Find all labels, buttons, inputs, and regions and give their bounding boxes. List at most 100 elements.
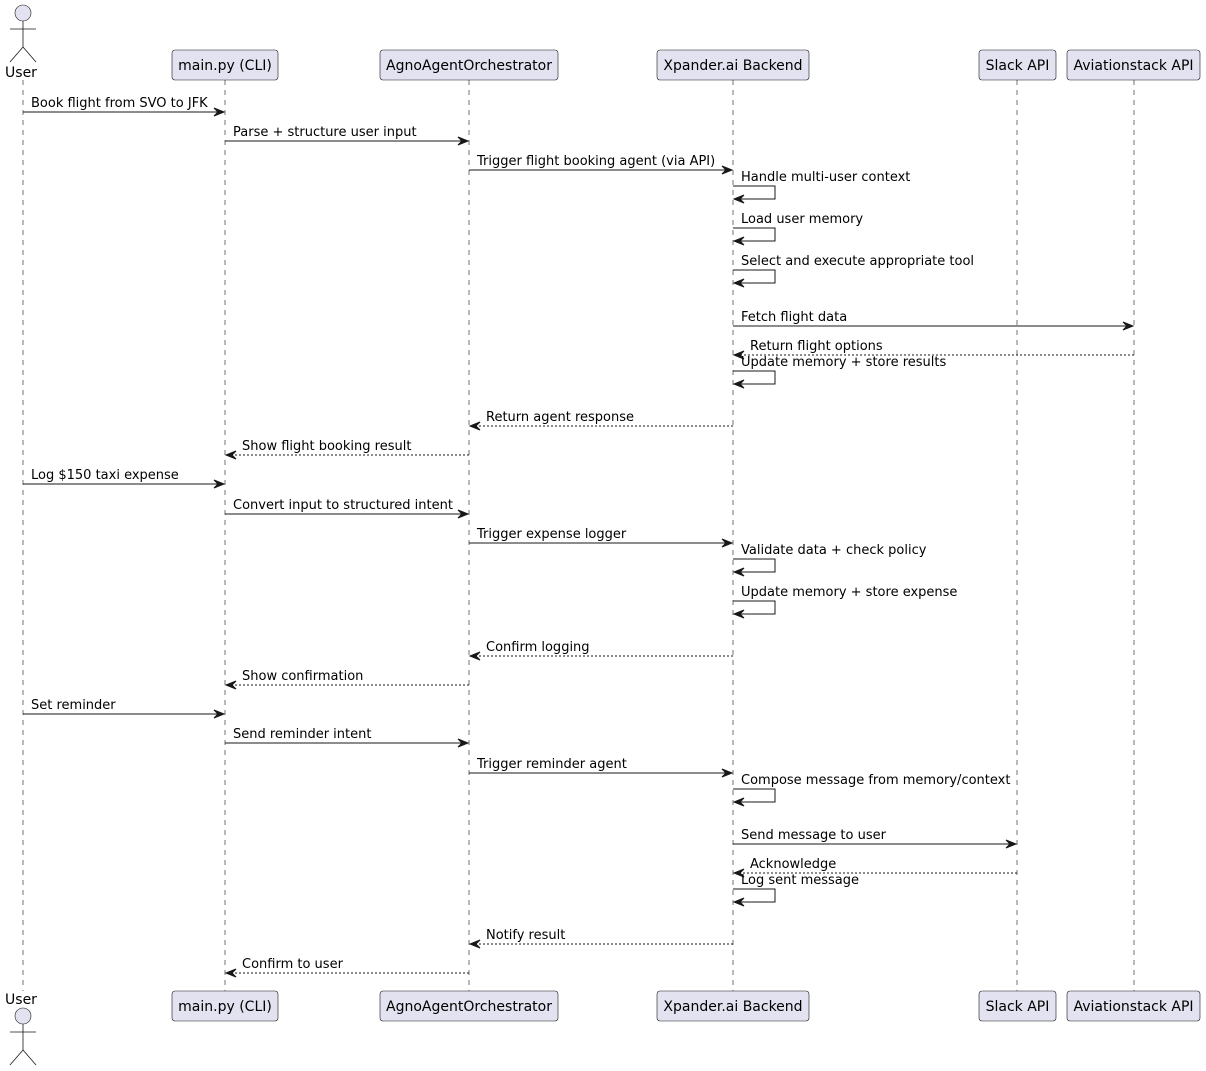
message: Validate data + check policy bbox=[732, 543, 927, 577]
message-label: Return flight options bbox=[750, 339, 883, 354]
arrowhead-icon bbox=[721, 538, 734, 548]
arrowhead-icon bbox=[457, 136, 470, 146]
message: Load user memory bbox=[732, 212, 863, 246]
participant-label: AgnoAgentOrchestrator bbox=[386, 999, 552, 1015]
message-label: Log $150 taxi expense bbox=[31, 468, 179, 483]
message: Show confirmation bbox=[224, 669, 469, 690]
message-label: Confirm to user bbox=[242, 957, 344, 972]
message-label: Log sent message bbox=[741, 873, 859, 888]
message: Set reminder bbox=[23, 698, 226, 719]
arrowhead-icon bbox=[732, 194, 745, 204]
message: Notify result bbox=[468, 928, 733, 949]
message: Handle multi-user context bbox=[732, 170, 910, 204]
message: Book flight from SVO to JFK bbox=[23, 96, 226, 117]
message: Send message to user bbox=[733, 828, 1018, 849]
participant-cli-top: main.py (CLI) bbox=[171, 49, 279, 81]
arrowhead-icon bbox=[721, 768, 734, 778]
message: Confirm logging bbox=[468, 640, 733, 661]
message: Send reminder intent bbox=[225, 727, 470, 748]
message-label: Show confirmation bbox=[242, 669, 363, 684]
actor-top: User bbox=[5, 4, 37, 81]
message: Trigger reminder agent bbox=[469, 757, 734, 778]
message-label: Fetch flight data bbox=[741, 310, 847, 325]
participant-label: AgnoAgentOrchestrator bbox=[386, 58, 552, 74]
arrowhead-icon bbox=[732, 379, 745, 389]
participant-label: Aviationstack API bbox=[1073, 999, 1193, 1015]
message-label: Load user memory bbox=[741, 212, 863, 227]
message-label: Handle multi-user context bbox=[741, 170, 910, 185]
message-label: Trigger flight booking agent (via API) bbox=[476, 154, 715, 169]
arrowhead-icon bbox=[732, 567, 745, 577]
arrowhead-icon bbox=[732, 350, 745, 360]
message-label: Validate data + check policy bbox=[741, 543, 927, 558]
arrowhead-icon bbox=[1005, 839, 1018, 849]
message-label: Show flight booking result bbox=[242, 439, 411, 454]
participant-cli-bottom: main.py (CLI) bbox=[171, 990, 279, 1022]
participant-label: Slack API bbox=[986, 999, 1050, 1015]
message-label: Compose message from memory/context bbox=[741, 773, 1010, 788]
arrowhead-icon bbox=[468, 939, 481, 949]
lifelines bbox=[22, 80, 1135, 991]
participant-box bbox=[1066, 49, 1201, 81]
participant-box bbox=[171, 49, 279, 81]
actor-leg-left bbox=[9, 46, 24, 63]
message: Update memory + store expense bbox=[732, 585, 957, 619]
participant-box bbox=[978, 990, 1057, 1022]
message: Log sent message bbox=[732, 873, 859, 907]
arrowhead-icon bbox=[213, 107, 226, 117]
message-line bbox=[733, 269, 776, 284]
arrowhead-icon bbox=[213, 709, 226, 719]
participant-aviation-top: Aviationstack API bbox=[1066, 49, 1201, 81]
actor-leg-left bbox=[9, 1049, 24, 1066]
message-line bbox=[733, 600, 776, 615]
participant-box bbox=[379, 49, 559, 81]
arrowhead-icon bbox=[721, 165, 734, 175]
arrowhead-icon bbox=[732, 897, 745, 907]
message-line bbox=[733, 227, 776, 242]
arrowhead-icon bbox=[213, 479, 226, 489]
message-label: Select and execute appropriate tool bbox=[741, 254, 974, 269]
message-line bbox=[733, 888, 776, 903]
arrowhead-icon bbox=[732, 797, 745, 807]
participant-box bbox=[379, 990, 559, 1022]
message-label: Send reminder intent bbox=[233, 727, 371, 742]
message-label: Update memory + store results bbox=[741, 355, 946, 370]
message: Select and execute appropriate tool bbox=[732, 254, 974, 288]
message-line bbox=[733, 558, 776, 573]
message-label: Convert input to structured intent bbox=[233, 498, 453, 513]
actor-head-icon bbox=[14, 1007, 32, 1025]
participant-orch-top: AgnoAgentOrchestrator bbox=[379, 49, 559, 81]
participant-aviation-bottom: Aviationstack API bbox=[1066, 990, 1201, 1022]
message-label: Book flight from SVO to JFK bbox=[31, 96, 208, 111]
arrowhead-icon bbox=[468, 421, 481, 431]
arrowhead-icon bbox=[1122, 321, 1135, 331]
arrowhead-icon bbox=[457, 509, 470, 519]
message: Convert input to structured intent bbox=[225, 498, 470, 519]
message: Acknowledge bbox=[732, 857, 1017, 878]
actor-label: User bbox=[5, 992, 37, 1008]
actor-leg-right bbox=[22, 46, 37, 63]
participant-box bbox=[171, 990, 279, 1022]
message: Compose message from memory/context bbox=[732, 773, 1010, 807]
participant-slack-top: Slack API bbox=[978, 49, 1057, 81]
participant-box bbox=[1066, 990, 1201, 1022]
actor-head-icon bbox=[14, 4, 32, 22]
participant-orch-bottom: AgnoAgentOrchestrator bbox=[379, 990, 559, 1022]
message: Trigger flight booking agent (via API) bbox=[469, 154, 734, 175]
message-label: Acknowledge bbox=[750, 857, 836, 872]
actor-bottom: User bbox=[5, 992, 37, 1066]
arrowhead-icon bbox=[732, 609, 745, 619]
message: Return agent response bbox=[468, 410, 733, 431]
message: Show flight booking result bbox=[224, 439, 469, 460]
participant-xpander-top: Xpander.ai Backend bbox=[656, 49, 810, 81]
participant-label: Slack API bbox=[986, 58, 1050, 74]
message-line bbox=[733, 185, 776, 200]
message-label: Return agent response bbox=[486, 410, 634, 425]
message-line bbox=[733, 370, 776, 385]
message-label: Update memory + store expense bbox=[741, 585, 957, 600]
message: Log $150 taxi expense bbox=[23, 468, 226, 489]
message: Confirm to user bbox=[224, 957, 469, 978]
participant-label: main.py (CLI) bbox=[178, 58, 272, 74]
message-label: Trigger reminder agent bbox=[476, 757, 627, 772]
